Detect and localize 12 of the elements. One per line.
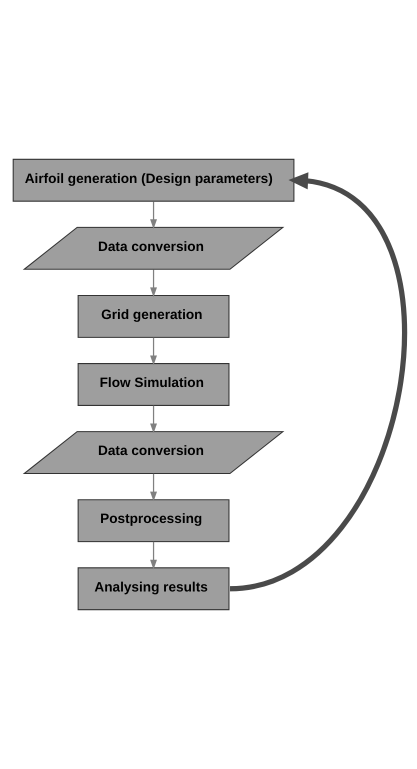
arrow xyxy=(150,338,156,366)
node-box: Flow Simulation xyxy=(77,363,229,406)
arrow xyxy=(229,172,406,592)
node-box: Analysing results xyxy=(77,567,229,610)
node-box: Postprocessing xyxy=(77,499,229,542)
arrow xyxy=(150,406,156,434)
arrow xyxy=(150,542,156,570)
arrow xyxy=(150,201,156,230)
node-box: Airfoil generation (Design parameters) xyxy=(12,158,294,202)
node-box: Grid generation xyxy=(77,294,229,338)
arrow xyxy=(150,474,156,502)
arrow xyxy=(150,270,156,298)
